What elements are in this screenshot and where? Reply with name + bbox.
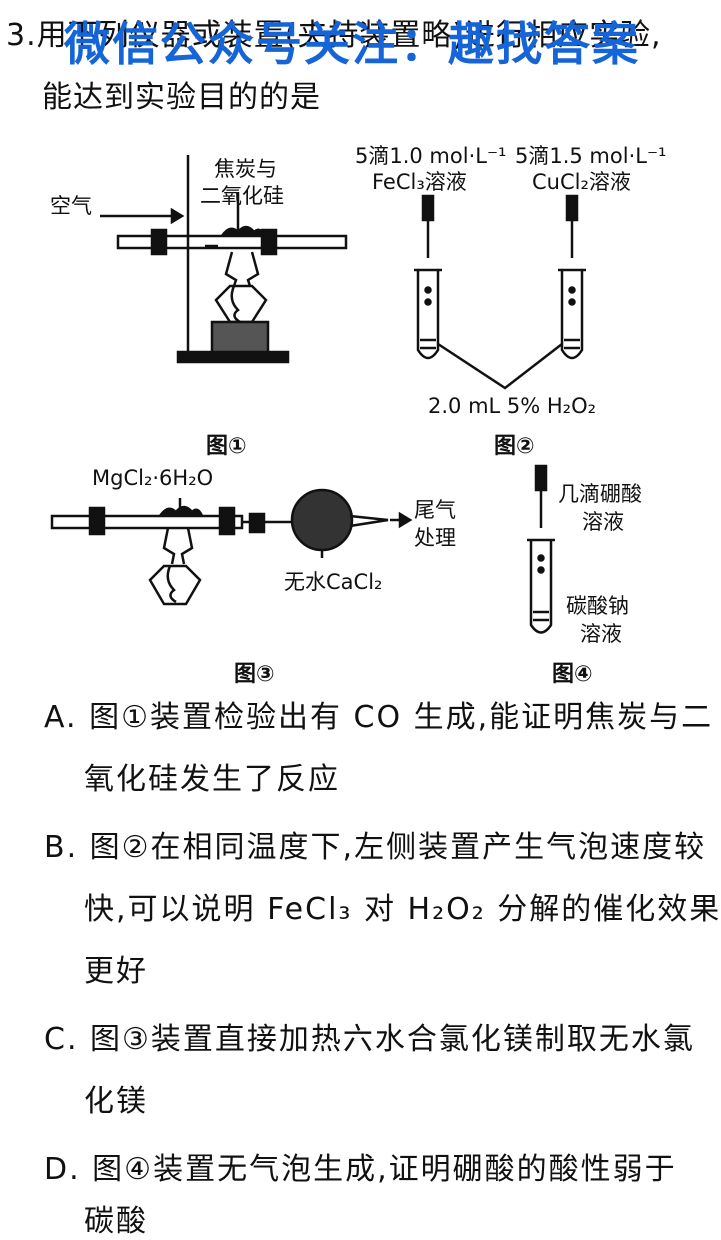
figure1-reagent-label-line2: 二氧化硅 bbox=[200, 184, 284, 208]
figure2-right-drop-label-line1: 5滴1.5 mol·L⁻¹ bbox=[515, 144, 667, 168]
option-d-line1: D. 图④装置无气泡生成,证明硼酸的酸性弱于 bbox=[44, 1152, 677, 1187]
figure1-reagent-label-line1: 焦炭与 bbox=[214, 157, 277, 181]
figure2-right-drop-label-line2: CuCl₂溶液 bbox=[532, 170, 631, 194]
option-c-line1: C. 图③装置直接加热六水合氯化镁制取无水氯 bbox=[44, 1022, 695, 1057]
figure2-left-drop-label-line2: FeCl₃溶液 bbox=[372, 170, 467, 194]
option-a-line2: 氧化硅发生了反应 bbox=[84, 762, 340, 797]
figure2-apparatus bbox=[414, 194, 586, 390]
figure1-apparatus bbox=[100, 155, 348, 364]
option-b-line2: 快,可以说明 FeCl₃ 对 H₂O₂ 分解的催化效果 bbox=[84, 892, 721, 927]
figure3-tail-label-line2: 处理 bbox=[414, 526, 456, 550]
option-d-line2: 碳酸 bbox=[84, 1204, 148, 1239]
figure3-apparatus bbox=[50, 488, 413, 606]
figure2-bottom-label: 2.0 mL 5% H₂O₂ bbox=[428, 394, 597, 418]
option-b-line3: 更好 bbox=[84, 954, 148, 989]
figure4-tube-label-line1: 碳酸钠 bbox=[566, 594, 629, 618]
figure1-air-label: 空气 bbox=[50, 194, 92, 218]
question-stem-text: 用下列仪器或装置(夹持装置略)进行相应实验, bbox=[36, 18, 662, 53]
figure1-caption: 图① bbox=[206, 434, 247, 459]
figure3-reagent-label: MgCl₂·6H₂O bbox=[92, 466, 214, 490]
figure4-tube-label-line2: 溶液 bbox=[580, 622, 622, 646]
figure2-left-drop-label-line1: 5滴1.0 mol·L⁻¹ bbox=[355, 144, 507, 168]
question-number: 3. bbox=[6, 18, 37, 53]
option-b-line1: B. 图②在相同温度下,左侧装置产生气泡速度较 bbox=[44, 830, 707, 865]
question-stem-line2: 能达到实验目的的是 bbox=[42, 80, 321, 115]
figure4-dropper-label-line2: 溶液 bbox=[582, 510, 624, 534]
figure2-caption: 图② bbox=[494, 434, 535, 459]
figure4-caption: 图④ bbox=[552, 662, 593, 687]
option-a-line1: A. 图①装置检验出有 CO 生成,能证明焦炭与二 bbox=[44, 700, 714, 735]
question-stem-line1: 3.用下列仪器或装置(夹持装置略)进行相应实验, bbox=[6, 10, 662, 54]
figure3-tail-label-line1: 尾气 bbox=[414, 498, 456, 522]
figure3-caption: 图③ bbox=[234, 662, 275, 687]
watermark-text: 微信公众号关注：趣找答案 bbox=[64, 17, 640, 71]
figure3-drying-label: 无水CaCl₂ bbox=[284, 570, 383, 594]
option-c-line2: 化镁 bbox=[84, 1084, 148, 1119]
figure4-dropper-label-line1: 几滴硼酸 bbox=[558, 482, 642, 506]
experiment-figures bbox=[50, 155, 586, 634]
figure4-apparatus bbox=[527, 464, 555, 634]
